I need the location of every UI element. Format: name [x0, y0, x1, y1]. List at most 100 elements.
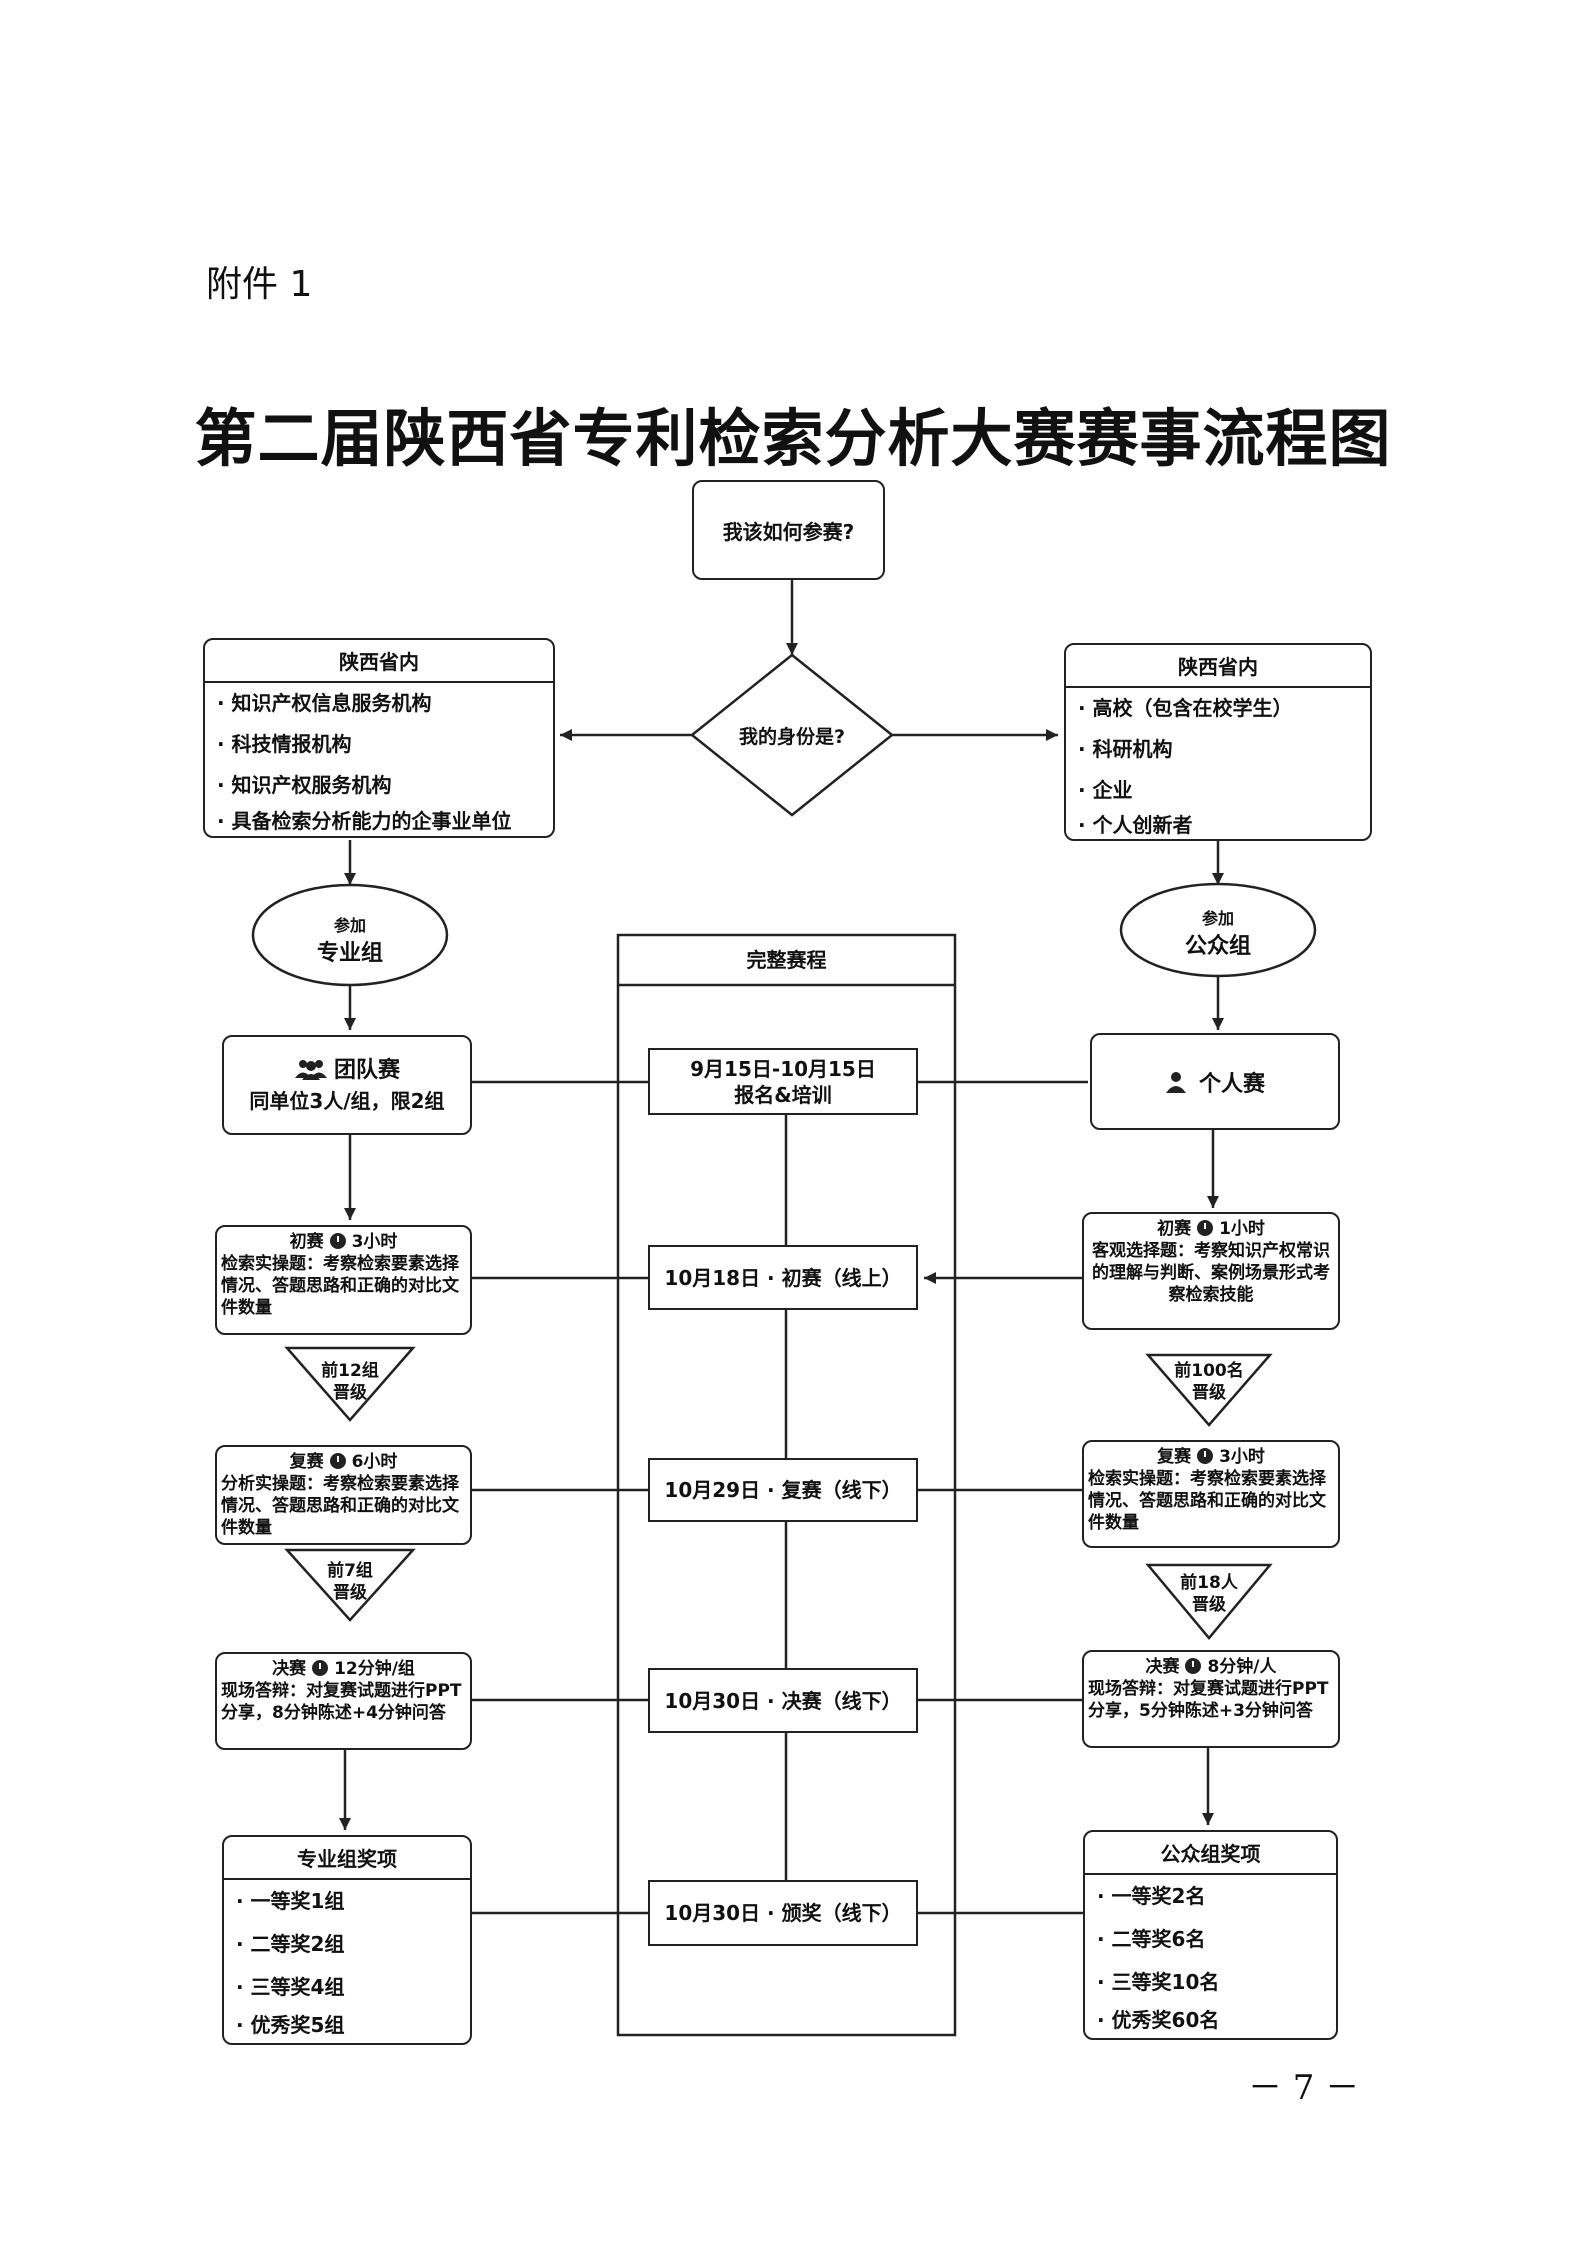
left-identity-box: 陕西省内 · 知识产权信息服务机构 · 科技情报机构 · 知识产权服务机构 · … [203, 638, 555, 838]
award-item: · 三等奖4组 [236, 1975, 345, 1999]
stage-description: 检索实操题：考察检索要素选择情况、答题思路和正确的对比文件数量 [1088, 1469, 1326, 1533]
award-item: · 一等奖2名 [1097, 1884, 1206, 1908]
timeline-step: 10月29日 · 复赛（线下） [648, 1458, 918, 1522]
timeline-step-label: 10月29日 · 复赛（线下） [664, 1478, 902, 1502]
left-join-ellipse [251, 883, 449, 987]
right-join-label: 参加 公众组 [1121, 905, 1315, 961]
stage-time: 3小时 [351, 1232, 398, 1252]
award-item: · 优秀奖5组 [236, 2013, 345, 2037]
timeline-step: 10月18日 · 初赛（线上） [648, 1245, 918, 1310]
right-team-title: 个人赛 [1198, 1071, 1265, 1097]
clock-icon [1197, 1220, 1214, 1236]
advance-text: 晋级 [1192, 1383, 1226, 1403]
right-advance-label-1: 前100名 晋级 [1159, 1360, 1259, 1404]
timeline-step-label: 10月30日 · 颁奖（线下） [664, 1901, 902, 1925]
advance-count: 前12组 [321, 1361, 379, 1381]
right-join-line2: 公众组 [1184, 934, 1251, 959]
left-team-title: 团队赛 [333, 1057, 400, 1083]
stage-name: 初赛 [289, 1232, 324, 1252]
stage-name: 复赛 [1157, 1447, 1192, 1467]
timeline-step-label: 10月18日 · 初赛（线上） [664, 1265, 902, 1290]
left-join-line1: 参加 [333, 916, 366, 935]
clock-icon [329, 1233, 346, 1249]
attachment-label: 附件 1 [206, 264, 313, 305]
decision-diamond [689, 653, 895, 817]
right-advance-triangle-1 [1145, 1353, 1273, 1427]
page-number: － 7 － [1248, 2068, 1360, 2108]
right-advance-label-2: 前18人 晋级 [1159, 1572, 1259, 1616]
clock-icon [329, 1453, 346, 1469]
left-identity-item: · 知识产权信息服务机构 [217, 691, 432, 715]
left-awards-title: 专业组奖项 [224, 1837, 470, 1880]
timeline-step-label: 10月30日 · 决赛（线下） [664, 1688, 902, 1713]
right-stage-semifinal: 复赛 3小时 检索实操题：考察检索要素选择情况、答题思路和正确的对比文件数量 [1082, 1440, 1340, 1548]
left-identity-item: · 具备检索分析能力的企事业单位 [217, 809, 512, 833]
stage-name: 决赛 [272, 1659, 307, 1679]
stage-description: 检索实操题：考察检索要素选择情况、答题思路和正确的对比文件数量 [221, 1254, 459, 1318]
award-item: · 一等奖1组 [236, 1889, 345, 1913]
decision-label: 我的身份是? [738, 726, 846, 748]
right-join-line1: 参加 [1201, 909, 1234, 928]
left-team-subtitle: 同单位3人/组，限2组 [249, 1088, 445, 1113]
timeline-step: 10月30日 · 颁奖（线下） [648, 1880, 918, 1946]
person-icon [1165, 1071, 1186, 1093]
clock-icon [1185, 1658, 1202, 1674]
award-item: · 二等奖6名 [1097, 1927, 1206, 1951]
advance-text: 晋级 [333, 1583, 367, 1603]
left-awards-box: 专业组奖项 · 一等奖1组 · 二等奖2组 · 三等奖4组 · 优秀奖5组 [222, 1835, 472, 2045]
right-join-ellipse [1119, 882, 1317, 978]
right-stage-preliminary: 初赛 1小时 客观选择题：考察知识产权常识的理解与判断、案例场景形式考察检索技能 [1082, 1212, 1340, 1330]
right-identity-item: · 个人创新者 [1078, 813, 1193, 837]
right-advance-triangle-2 [1145, 1563, 1273, 1640]
advance-text: 晋级 [333, 1383, 367, 1403]
left-advance-label-1: 前12组 晋级 [300, 1360, 400, 1404]
left-advance-triangle-2 [284, 1548, 416, 1622]
clock-icon [312, 1660, 329, 1676]
left-stage-preliminary: 初赛 3小时 检索实操题：考察检索要素选择情况、答题思路和正确的对比文件数量 [215, 1225, 472, 1335]
right-identity-item: · 科研机构 [1078, 737, 1173, 761]
clock-icon [1197, 1448, 1214, 1464]
left-join-label: 参加 专业组 [253, 912, 447, 968]
timeline-frame [616, 933, 957, 2037]
award-item: · 三等奖10名 [1097, 1970, 1220, 1994]
timeline-step-date: 9月15日-10月15日 [690, 1056, 876, 1081]
left-identity-title: 陕西省内 [205, 640, 553, 683]
award-item: · 二等奖2组 [236, 1932, 345, 1956]
right-awards-box: 公众组奖项 · 一等奖2名 · 二等奖6名 · 三等奖10名 · 优秀奖60名 [1083, 1830, 1338, 2040]
right-identity-item: · 高校（包含在校学生） [1078, 696, 1293, 720]
advance-count: 前7组 [327, 1561, 373, 1581]
stage-name: 初赛 [1157, 1219, 1192, 1239]
stage-description: 分析实操题：考察检索要素选择情况、答题思路和正确的对比文件数量 [221, 1474, 459, 1538]
stage-time: 3小时 [1219, 1447, 1265, 1467]
timeline-step: 10月30日 · 决赛（线下） [648, 1668, 918, 1733]
stage-description: 客观选择题：考察知识产权常识的理解与判断、案例场景形式考察检索技能 [1092, 1241, 1330, 1305]
stage-time: 8分钟/人 [1207, 1657, 1277, 1677]
advance-count: 前18人 [1180, 1573, 1238, 1593]
award-item: · 优秀奖60名 [1097, 2008, 1220, 2032]
right-identity-title: 陕西省内 [1066, 645, 1370, 688]
stage-time: 12分钟/组 [334, 1659, 415, 1679]
left-join-line2: 专业组 [316, 941, 383, 966]
start-question: 我该如何参赛? [722, 519, 855, 544]
right-awards-title: 公众组奖项 [1085, 1832, 1336, 1875]
left-advance-label-2: 前7组 晋级 [300, 1560, 400, 1604]
start-question-box: 我该如何参赛? [692, 480, 885, 580]
people-icon [294, 1059, 327, 1080]
right-identity-item: · 企业 [1078, 778, 1133, 802]
stage-time: 1小时 [1219, 1219, 1265, 1239]
stage-description: 现场答辩：对复赛试题进行PPT分享，8分钟陈述+4分钟问答 [221, 1681, 462, 1723]
advance-count: 前100名 [1174, 1361, 1244, 1381]
left-advance-triangle-1 [284, 1346, 416, 1422]
stage-name: 复赛 [289, 1452, 324, 1472]
right-identity-box: 陕西省内 · 高校（包含在校学生） · 科研机构 · 企业 · 个人创新者 [1064, 643, 1372, 841]
page-title: 第二届陕西省专利检索分析大赛赛事流程图 [194, 402, 1392, 475]
timeline-step: 9月15日-10月15日 报名&培训 [648, 1048, 918, 1115]
stage-name: 决赛 [1145, 1657, 1180, 1677]
stage-description: 现场答辩：对复赛试题进行PPT分享，5分钟陈述+3分钟问答 [1088, 1679, 1329, 1721]
timeline-title: 完整赛程 [746, 948, 827, 972]
right-stage-final: 决赛 8分钟/人 现场答辩：对复赛试题进行PPT分享，5分钟陈述+3分钟问答 [1082, 1650, 1340, 1748]
advance-text: 晋级 [1192, 1595, 1226, 1615]
left-identity-item: · 知识产权服务机构 [217, 773, 392, 797]
left-stage-final: 决赛 12分钟/组 现场答辩：对复赛试题进行PPT分享，8分钟陈述+4分钟问答 [215, 1652, 472, 1750]
